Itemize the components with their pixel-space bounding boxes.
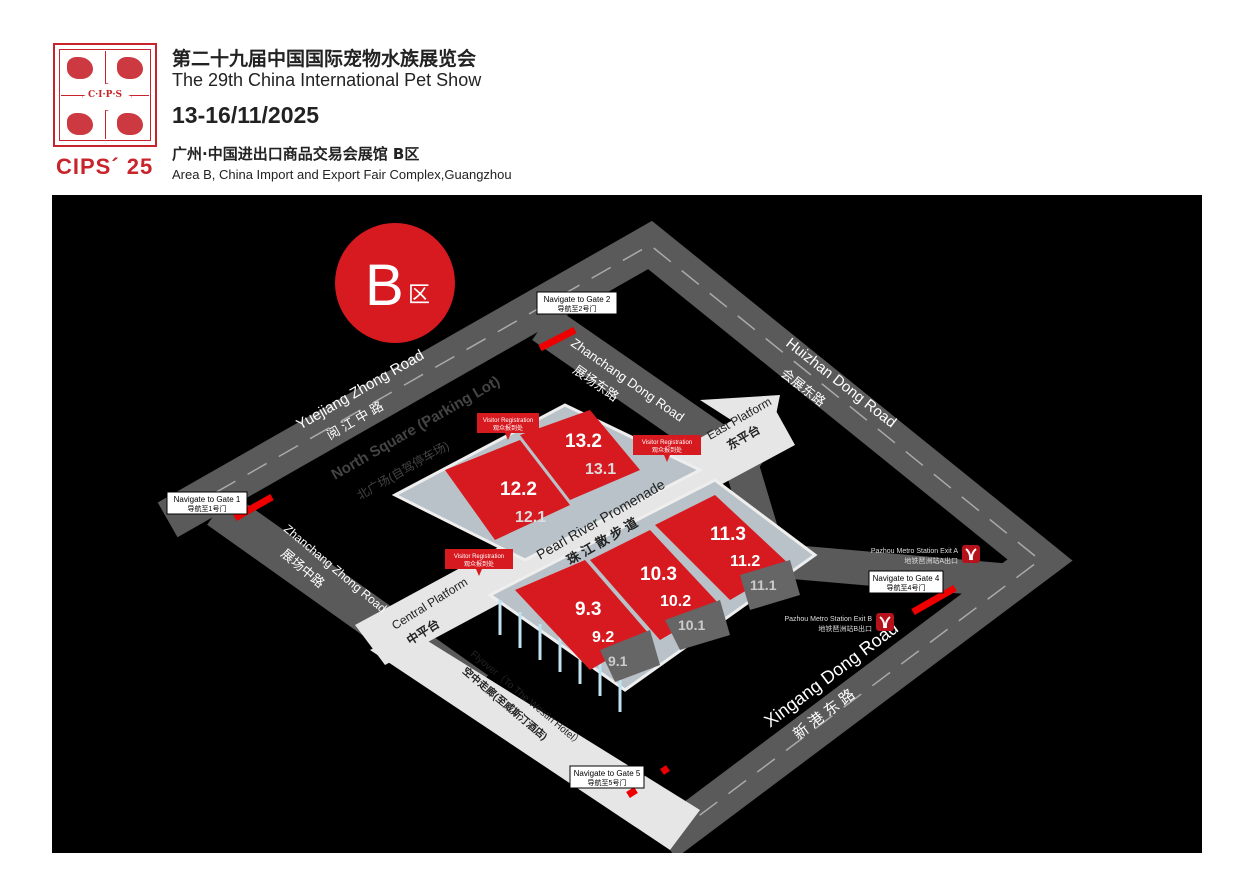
title-en: The 29th China International Pet Show (172, 70, 482, 90)
hall-9-1-zone (600, 630, 660, 682)
gate-5-cn: 导航至5号门 (588, 778, 627, 787)
hall-label-11-1: 11.1 (750, 577, 777, 593)
hall-label-9-2: 9.2 (592, 629, 614, 646)
registration-cn: 观众报到处 (464, 560, 494, 568)
metro-a-cn: 地铁琶洲站A出口 (904, 556, 958, 565)
registration-en: Visitor Registration (454, 554, 504, 560)
hall-label-11-3: 11.3 (710, 524, 746, 545)
gate-5-en: Navigate to Gate 5 (574, 769, 641, 778)
hall-9[interactable] (515, 560, 650, 670)
logo-abbreviation: C·I·P·S (87, 90, 123, 100)
registration-en: Visitor Registration (483, 418, 533, 424)
hall-label-10-2: 10.2 (660, 593, 691, 610)
lane-markings (184, 244, 1042, 831)
gate-2-cn: 导航至2号门 (558, 304, 597, 313)
registration-cn: 观众报到处 (652, 446, 682, 454)
registration-cn: 观众报到处 (493, 424, 523, 432)
metro-icon (876, 613, 894, 631)
venue-map: 12.2 12.1 13.2 13.1 9.3 9.2 9.1 10.3 10.… (52, 195, 1202, 853)
metro-exits: Pazhou Metro Station Exit A 地铁琶洲站A出口 Paz… (784, 545, 980, 633)
area-suffix: 区 (408, 282, 430, 307)
metro-icon (962, 545, 980, 563)
gate-4-en: Navigate to Gate 4 (873, 574, 940, 583)
gate-1-cn: 导航至1号门 (188, 504, 227, 513)
hall-label-12-2: 12.2 (500, 479, 537, 500)
event-dates: 13-16/11/2025 (172, 102, 320, 128)
hall-12[interactable] (445, 440, 570, 540)
cips-logo: C·I·P·S (53, 43, 157, 147)
venue-en: Area B, China Import and Export Fair Com… (172, 167, 512, 182)
hall-label-13-1: 13.1 (585, 461, 616, 478)
hall-11-1-zone (740, 560, 800, 610)
gate-4-cn: 导航至4号门 (887, 583, 926, 592)
hall-labels: 12.2 12.1 13.2 13.1 9.3 9.2 9.1 10.3 10.… (500, 431, 777, 669)
hall-label-12-1: 12.1 (515, 509, 546, 526)
hall-10-1-zone (665, 600, 730, 650)
hall-label-11-2: 11.2 (730, 553, 760, 570)
hall-13[interactable] (520, 410, 640, 500)
header: C·I·P·S CIPS´ 25 第二十九届中国国际宠物水族展览会 The 29… (0, 0, 1254, 195)
gate-1-en: Navigate to Gate 1 (174, 495, 241, 504)
area-b-badge: B 区 (335, 223, 455, 343)
hall-label-9-1: 9.1 (608, 653, 628, 669)
metro-exit-b[interactable]: Pazhou Metro Station Exit B 地铁琶洲站B出口 (784, 613, 894, 633)
hall-label-9-3: 9.3 (575, 599, 601, 620)
metro-b-en: Pazhou Metro Station Exit B (784, 616, 872, 623)
venue-cn: 广州·中国进出口商品交易会展馆 B区 (172, 145, 420, 163)
metro-b-cn: 地铁琶洲站B出口 (818, 624, 872, 633)
hall-label-10-3: 10.3 (640, 564, 677, 585)
title-cn: 第二十九届中国国际宠物水族展览会 (172, 48, 477, 70)
logo-brand: CIPS´ 25 (56, 154, 154, 179)
east-platform (700, 395, 780, 445)
metro-exit-a[interactable]: Pazhou Metro Station Exit A 地铁琶洲站A出口 (871, 545, 980, 565)
gate-2-en: Navigate to Gate 2 (544, 295, 611, 304)
hall-label-13-2: 13.2 (565, 431, 602, 452)
registration-en: Visitor Registration (642, 440, 692, 446)
hall-label-10-1: 10.1 (678, 617, 705, 633)
area-letter: B (365, 253, 404, 318)
flyover (370, 630, 700, 850)
metro-a-en: Pazhou Metro Station Exit A (871, 548, 958, 555)
